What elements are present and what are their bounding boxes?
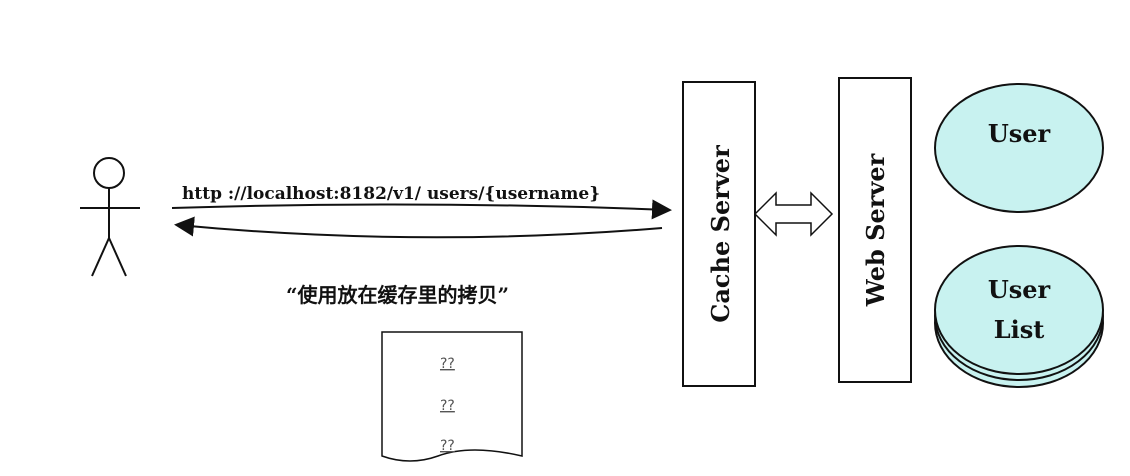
document-line-1: ?? (440, 356, 455, 372)
user-actor-icon (80, 157, 140, 277)
bidirectional-arrow-icon (753, 191, 834, 237)
user-resource-ellipse (934, 83, 1104, 213)
user-list-resource-stack (934, 245, 1104, 388)
request-arrow (171, 199, 672, 220)
web-server-label: Web Server (861, 153, 890, 307)
user-list-label-line1: User (988, 275, 1051, 304)
web-server-box (838, 77, 912, 383)
cache-server-box (682, 81, 756, 387)
cache-server-label: Cache Server (706, 145, 735, 323)
user-list-label-line2: List (994, 315, 1045, 344)
user-resource-label: User (988, 119, 1051, 148)
response-note-label: “使用放在缓存里的拷贝” (286, 283, 509, 307)
response-arrow (174, 216, 663, 239)
document-line-3: ?? (440, 438, 455, 454)
request-url-label: http ://localhost:8182/v1/ users/{userna… (182, 184, 600, 204)
document-icon: ?? ?? ?? (381, 331, 523, 462)
document-line-2: ?? (440, 398, 455, 414)
